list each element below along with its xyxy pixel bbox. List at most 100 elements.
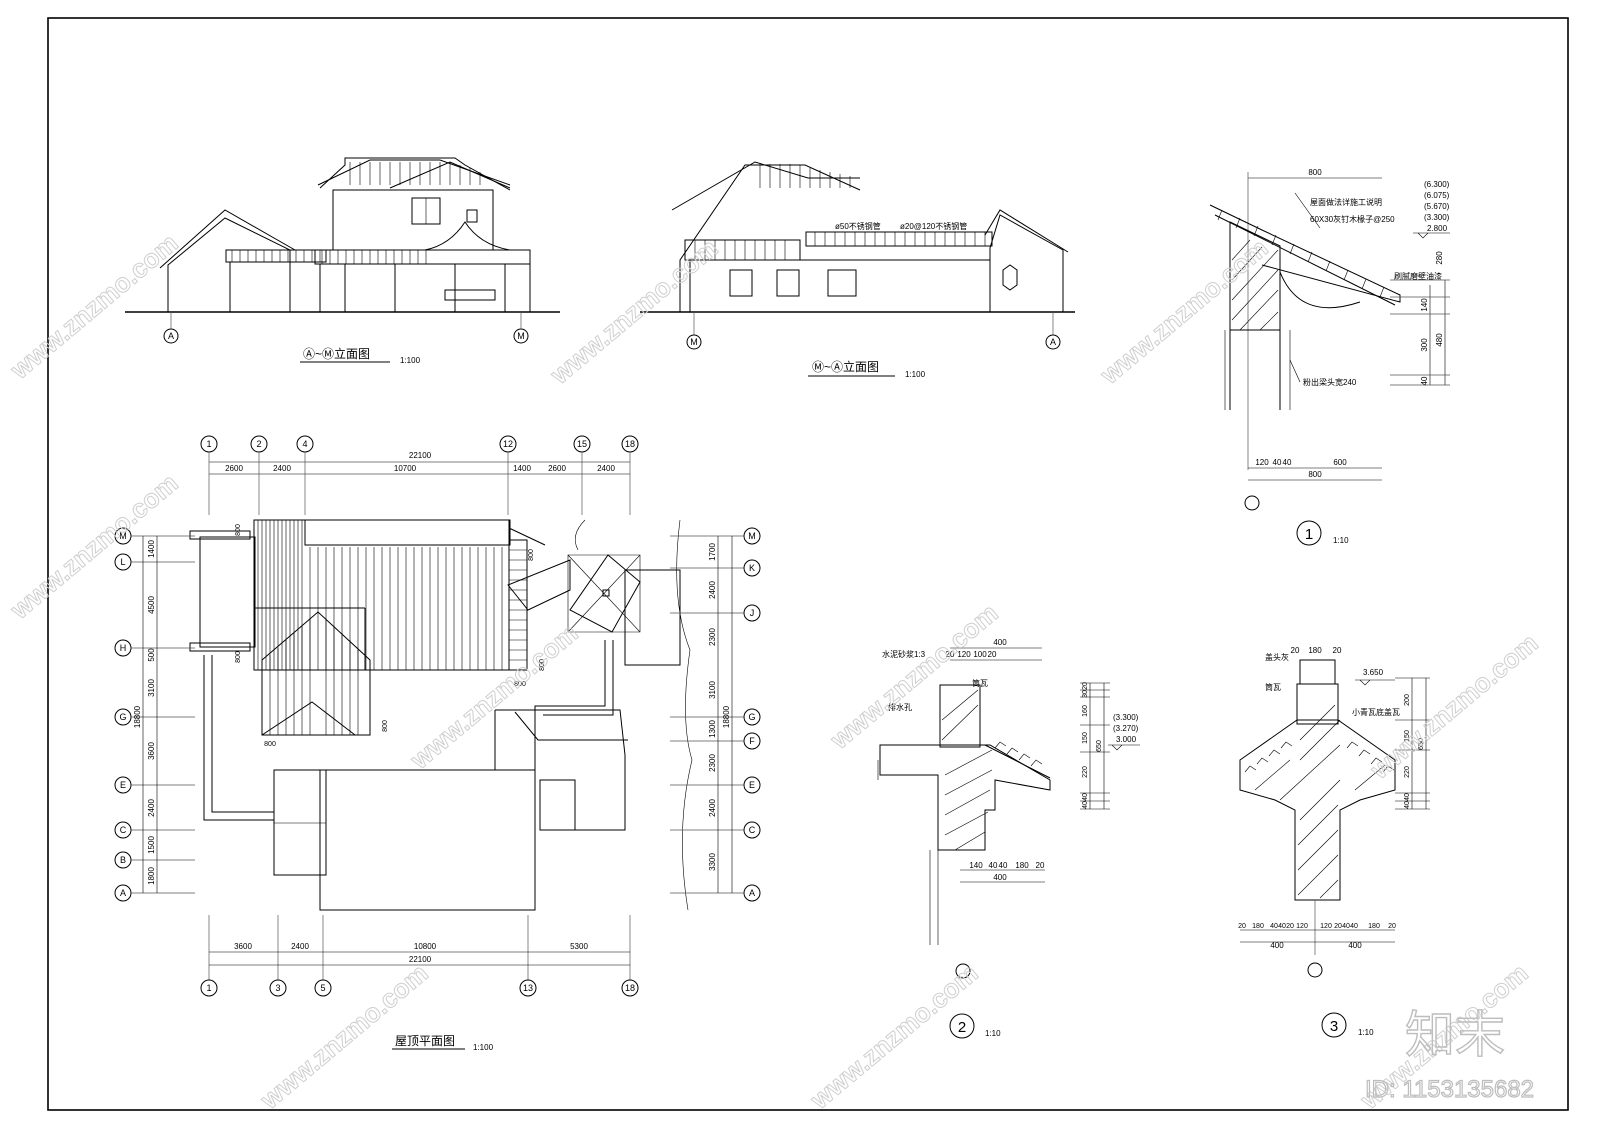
svg-text:G: G (748, 712, 755, 722)
axis-a-label-2: A (1050, 337, 1056, 347)
svg-text:20: 20 (1082, 682, 1089, 690)
svg-text:40: 40 (1404, 793, 1411, 801)
svg-text:180: 180 (1015, 861, 1029, 870)
svg-text:1: 1 (206, 983, 211, 993)
svg-text:E: E (120, 780, 126, 790)
elevation-am-title: Ⓐ~Ⓜ立面图 (303, 346, 370, 361)
svg-text:(5.670): (5.670) (1424, 202, 1450, 211)
svg-text:3100: 3100 (147, 679, 156, 697)
svg-text:120: 120 (1320, 923, 1332, 930)
svg-text:水泥砂浆1:3: 水泥砂浆1:3 (882, 649, 926, 659)
svg-text:C: C (120, 825, 127, 835)
svg-text:1500: 1500 (147, 836, 156, 854)
svg-text:3.000: 3.000 (1116, 735, 1137, 744)
svg-text:40: 40 (1273, 458, 1282, 467)
svg-text:40: 40 (1283, 458, 1292, 467)
elevation-ma-note2: ø20@120不锈钢管 (900, 221, 967, 231)
svg-text:(3.300): (3.300) (1424, 213, 1450, 222)
svg-text:(6.075): (6.075) (1424, 191, 1450, 200)
svg-text:20: 20 (1291, 646, 1300, 655)
svg-text:2300: 2300 (708, 628, 717, 646)
svg-text:180: 180 (1308, 646, 1322, 655)
elevation-a-m: A M Ⓐ~Ⓜ立面图 1:100 (125, 157, 560, 365)
svg-text:150: 150 (1404, 730, 1411, 742)
svg-text:L: L (120, 557, 125, 567)
svg-text:40: 40 (1082, 793, 1089, 801)
svg-text:800: 800 (528, 549, 535, 561)
svg-text:2600: 2600 (225, 464, 243, 473)
svg-text:粉出梁头宽240: 粉出梁头宽240 (1303, 377, 1357, 387)
svg-text:3300: 3300 (708, 853, 717, 871)
svg-text:1400: 1400 (513, 464, 531, 473)
svg-text:18: 18 (625, 983, 635, 993)
brand-watermark: 知末 (1405, 1006, 1505, 1064)
svg-text:650: 650 (1096, 740, 1103, 752)
svg-text:800: 800 (382, 720, 389, 732)
svg-text:60X30灰钉木椽子@250: 60X30灰钉木椽子@250 (1310, 214, 1395, 224)
svg-text:(3.270): (3.270) (1113, 724, 1139, 733)
svg-text:4500: 4500 (147, 596, 156, 614)
sheet-border (47, 17, 1569, 1111)
svg-text:B: B (120, 855, 126, 865)
svg-text:180: 180 (1252, 923, 1264, 930)
svg-text:4: 4 (302, 439, 307, 449)
svg-text:3600: 3600 (147, 742, 156, 760)
top-axes: 1 2 4 12 15 18 (200, 435, 639, 453)
svg-text:220: 220 (1404, 766, 1411, 778)
svg-text:盖头灰: 盖头灰 (1265, 652, 1289, 662)
svg-text:1400: 1400 (147, 540, 156, 558)
svg-text:www.znzmo.com: www.znzmo.com (4, 228, 184, 386)
svg-text:20: 20 (946, 650, 955, 659)
left-axes: M L H G E C B A (114, 527, 132, 902)
svg-text:1: 1 (206, 439, 211, 449)
svg-text:3.650: 3.650 (1363, 668, 1384, 677)
svg-text:屋面做法详施工说明: 屋面做法详施工说明 (1310, 197, 1382, 207)
svg-text:www.znzmo.com: www.znzmo.com (824, 598, 1004, 756)
right-axes: M K J G F E C A (743, 527, 761, 902)
id-watermark: ID: 1153135682 (1365, 1076, 1534, 1103)
svg-text:180: 180 (1368, 923, 1380, 930)
svg-text:3600: 3600 (234, 942, 252, 951)
svg-text:20: 20 (1286, 923, 1294, 930)
svg-text:120: 120 (957, 650, 971, 659)
svg-text:www.znzmo.com: www.znzmo.com (4, 468, 184, 626)
svg-text:800: 800 (235, 524, 242, 536)
svg-text:20: 20 (1333, 646, 1342, 655)
svg-text:40: 40 (1420, 376, 1429, 385)
svg-text:1:10: 1:10 (1358, 1028, 1374, 1037)
svg-text:400: 400 (1348, 941, 1362, 950)
svg-text:800: 800 (235, 651, 242, 663)
detail-3: 盖头灰 20 180 20 3.650 筒瓦 小青瓦底盖瓦 (1238, 646, 1430, 1038)
svg-text:22100: 22100 (409, 451, 432, 460)
svg-text:排水孔: 排水孔 (888, 702, 912, 712)
elevation-ma-title: Ⓜ~Ⓐ立面图 (812, 359, 879, 374)
svg-text:5: 5 (320, 983, 325, 993)
axis-m-label-2: M (690, 337, 698, 347)
svg-text:M: M (748, 531, 756, 541)
svg-text:(6.300): (6.300) (1424, 180, 1450, 189)
svg-text:20: 20 (1388, 923, 1396, 930)
elevation-ma-scale: 1:100 (905, 370, 926, 379)
svg-text:2400: 2400 (291, 942, 309, 951)
svg-text:M: M (119, 531, 127, 541)
svg-text:100: 100 (973, 650, 987, 659)
svg-text:筒瓦: 筒瓦 (972, 678, 988, 688)
svg-text:40: 40 (1404, 801, 1411, 809)
svg-text:40: 40 (1350, 923, 1358, 930)
svg-text:40: 40 (1270, 923, 1278, 930)
svg-text:18: 18 (625, 439, 635, 449)
svg-text:30: 30 (1082, 690, 1089, 698)
svg-text:650: 650 (1418, 738, 1425, 750)
svg-text:120: 120 (1255, 458, 1269, 467)
svg-text:A: A (120, 888, 126, 898)
svg-text:2300: 2300 (708, 754, 717, 772)
detail-2: 400 20 120 100 20 水泥砂浆1:3 排水孔 筒瓦 (877, 638, 1140, 1039)
svg-text:18800: 18800 (722, 705, 731, 728)
svg-text:15: 15 (577, 439, 587, 449)
svg-text:1800: 1800 (147, 867, 156, 885)
axis-m-label: M (517, 331, 525, 341)
svg-text:www.znzmo.com: www.znzmo.com (1364, 628, 1544, 786)
svg-text:800: 800 (539, 659, 546, 671)
watermark-layer: www.znzmo.com www.znzmo.com www.znzmo.co… (3, 227, 1544, 1116)
